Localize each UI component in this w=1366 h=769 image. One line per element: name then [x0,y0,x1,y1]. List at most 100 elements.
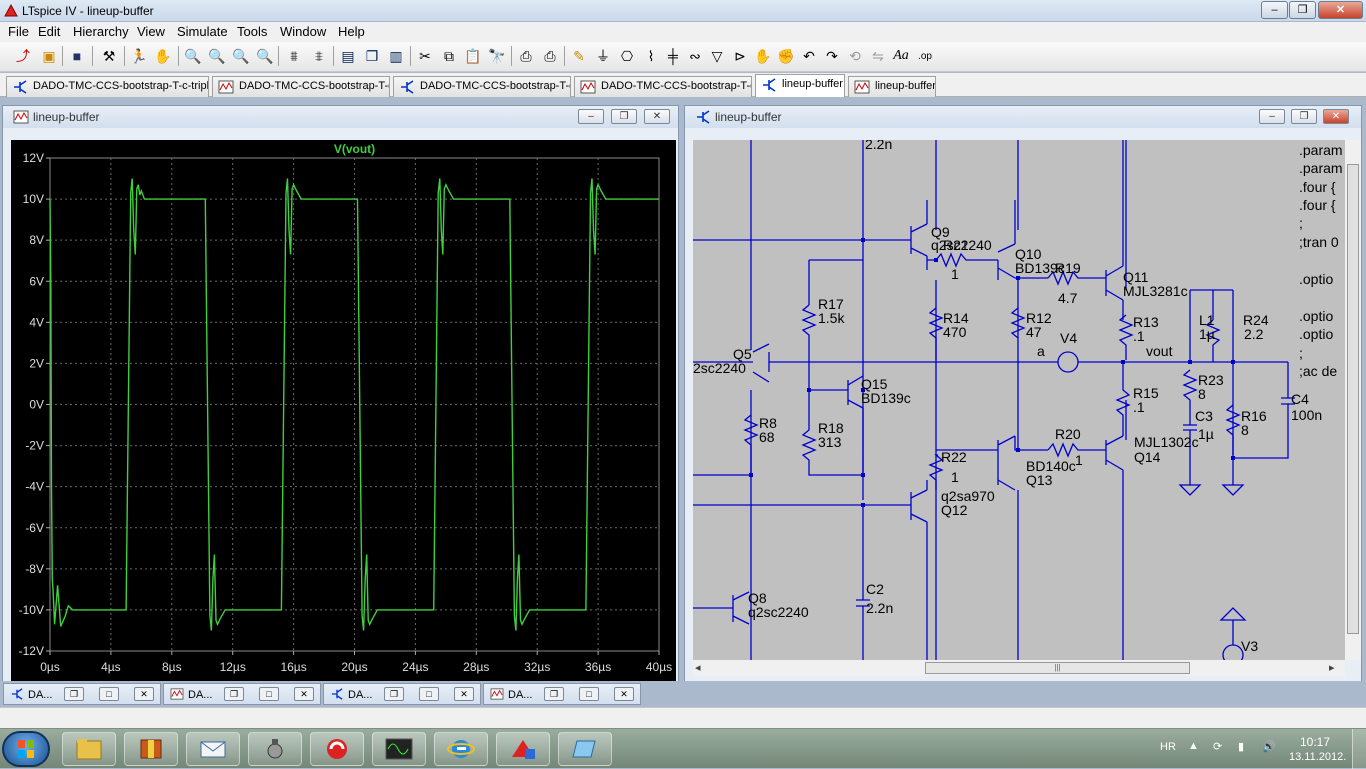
halt-icon[interactable]: ✋ [154,47,172,64]
waveform-restore-button[interactable]: ❐ [611,109,637,124]
spice-directive[interactable]: .param [1299,142,1343,158]
menu-view[interactable]: View [137,24,165,39]
maximize-icon[interactable]: □ [579,687,599,701]
notes-icon[interactable] [558,732,612,766]
tab-dado-d-schematic[interactable]: DADO-TMC-CCS-bootstrap-T-d [393,76,571,97]
plot-settings-icon[interactable]: ⩨ [315,47,323,64]
mirror-icon[interactable]: ⇋ [872,47,884,64]
zoom-in-icon[interactable]: 🔍 [184,47,202,64]
tile-horizontal-icon[interactable]: ▤ [341,47,355,64]
start-button[interactable] [2,731,50,767]
clock-date[interactable]: 13.11.2012. [1289,751,1347,763]
minimized-window[interactable]: DA... ❐ □ ✕ [3,683,161,705]
text-icon[interactable]: Aa [893,48,909,63]
draw-wire-icon[interactable]: ✎ [573,47,585,64]
spice-directive[interactable]: .param [1299,160,1343,176]
volume-icon[interactable]: 🔊 [1262,741,1276,753]
app-close-button[interactable]: ✕ [1318,1,1363,19]
spice-directive[interactable]: .optio [1299,326,1334,342]
scroll-left-arrow[interactable]: ◂ [695,662,701,674]
maximize-icon[interactable]: □ [419,687,439,701]
waveform-close-button[interactable]: ✕ [644,109,670,124]
print-setup-icon[interactable]: ⎙ [520,47,532,64]
zoom-out-icon[interactable]: 🔍 [232,47,250,64]
schematic-horizontal-scrollbar[interactable]: ◂ ||| ▸ [693,660,1345,676]
schematic-restore-button[interactable]: ❐ [1291,109,1317,124]
spice-directive[interactable]: ;ac de [1299,363,1338,379]
package-icon[interactable] [124,732,178,766]
network-icon[interactable]: ▮ [1238,741,1245,753]
schematic-canvas[interactable]: 2.2n Q9 q2sc2240 R21 1 Q10 BD139c R19 4.… [693,140,1345,660]
spice-directive[interactable]: ;tran 0 [1299,234,1339,250]
spice-directive[interactable]: ; [1299,215,1303,231]
horizontal-scroll-thumb[interactable]: ||| [925,662,1190,674]
schematic-minimize-button[interactable]: – [1259,109,1285,124]
close-icon[interactable]: ✕ [454,687,474,701]
menu-hierarchy[interactable]: Hierarchy [73,24,129,39]
maximize-icon[interactable]: □ [259,687,279,701]
app-restore-button[interactable]: ❐ [1289,1,1316,19]
rotate-icon[interactable]: ⟲ [849,47,861,64]
menu-file[interactable]: File [8,24,29,39]
schematic-close-button[interactable]: ✕ [1323,109,1349,124]
redo-icon[interactable]: ↷ [826,47,838,64]
spice-directive[interactable]: .four { [1299,197,1336,213]
restore-icon[interactable]: ❐ [384,687,404,701]
move-icon[interactable]: ✋ [754,47,772,64]
diode-icon[interactable]: ▽ [711,47,723,64]
spice-directive-icon[interactable]: .op [918,50,932,62]
internet-explorer-icon[interactable] [434,732,488,766]
autorange-icon[interactable]: ⩩ [290,47,298,64]
zoom-pan-icon[interactable]: 🔍 [208,47,226,64]
vertical-scroll-thumb[interactable] [1347,164,1359,634]
spice-directive[interactable]: .optio [1299,271,1334,287]
restore-icon[interactable]: ❐ [224,687,244,701]
open-icon[interactable]: ▣ [42,47,56,64]
tab-dado-d-waveform[interactable]: DADO-TMC-CCS-bootstrap-T-d [212,76,390,97]
capacitor-icon[interactable]: ╪ [668,48,678,64]
restore-icon[interactable]: ❐ [64,687,84,701]
tab-dado-c-triple[interactable]: DADO-TMC-CCS-bootstrap-T-c-triple [6,76,209,97]
graph-tool-icon[interactable] [248,732,302,766]
clock-time[interactable]: 10:17 [1300,735,1331,749]
save-icon[interactable]: ■ [72,48,82,64]
spice-directive[interactable]: .four { [1299,179,1336,195]
paste-icon[interactable]: 📋 [464,47,482,64]
show-hidden-icons-icon[interactable]: ▲ [1188,740,1199,752]
zoom-fit-icon[interactable]: 🔍 [256,47,274,64]
sync-icon[interactable]: ⟳ [1213,741,1223,753]
spice-directive[interactable]: .optio [1299,308,1334,324]
ground-icon[interactable]: ⏚ [596,48,610,64]
close-icon[interactable]: ✕ [614,687,634,701]
menu-simulate[interactable]: Simulate [177,24,228,39]
antivirus-icon[interactable] [310,732,364,766]
ltspice-icon[interactable] [496,732,550,766]
menu-help[interactable]: Help [338,24,365,39]
schematic-vertical-scrollbar[interactable] [1345,140,1361,660]
new-schematic-icon[interactable]: ⤴ [16,48,30,64]
menu-window[interactable]: Window [280,24,327,39]
resistor-icon[interactable]: ⌇ [647,47,655,64]
app-minimize-button[interactable]: – [1261,1,1288,19]
copy-icon[interactable]: ⧉ [444,47,454,64]
close-icon[interactable]: ✕ [134,687,154,701]
close-icon[interactable]: ✕ [294,687,314,701]
spice-directive[interactable]: ; [1299,345,1303,361]
scroll-right-arrow[interactable]: ▸ [1329,662,1335,674]
component-icon[interactable]: ⊳ [734,47,746,64]
label-net-icon[interactable]: ⎔ [620,47,634,64]
drag-icon[interactable]: ✊ [777,47,795,64]
tab-lineup-buffer-waveform[interactable]: lineup-buffer [848,76,936,97]
show-desktop-button[interactable] [1352,729,1366,769]
tab-dado-d-waveform-2[interactable]: DADO-TMC-CCS-bootstrap-T-d [574,76,752,97]
restore-icon[interactable]: ❐ [544,687,564,701]
oscilloscope-icon[interactable] [372,732,426,766]
inductor-icon[interactable]: ∾ [689,47,701,64]
minimized-window[interactable]: DA... ❐ □ ✕ [323,683,481,705]
tab-lineup-buffer-schematic[interactable]: lineup-buffer [755,74,845,97]
maximize-icon[interactable]: □ [99,687,119,701]
find-icon[interactable]: 🔭 [488,47,506,64]
print-icon[interactable]: ⎙ [544,47,556,64]
